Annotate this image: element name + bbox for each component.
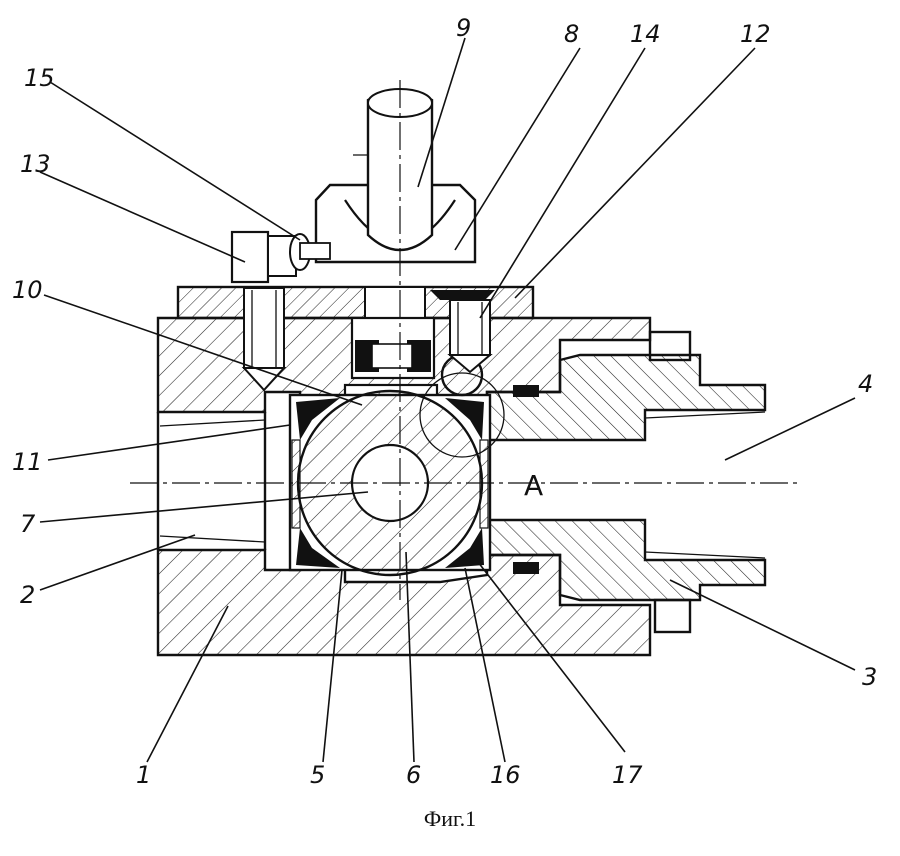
callout-9: 9 xyxy=(456,14,471,42)
seats xyxy=(291,398,489,568)
detail-a-circle xyxy=(419,372,505,458)
callout-11: 11 xyxy=(12,448,43,476)
callout-labels: 1 2 3 4 5 6 7 8 9 10 11 12 13 14 15 16 1… xyxy=(12,14,877,789)
callout-13: 13 xyxy=(20,150,51,178)
outlet-fitting xyxy=(485,330,767,634)
callout-2: 2 xyxy=(20,581,35,609)
figure-caption: Фиг.1 xyxy=(423,806,477,831)
callout-8: 8 xyxy=(564,20,579,48)
callout-14: 14 xyxy=(630,20,661,48)
callout-1: 1 xyxy=(136,761,151,789)
callout-10: 10 xyxy=(12,276,43,304)
callout-6: 6 xyxy=(406,761,421,789)
callout-4: 4 xyxy=(858,370,873,398)
callout-12: 12 xyxy=(740,20,771,48)
callout-16: 16 xyxy=(490,761,521,789)
callout-5: 5 xyxy=(310,761,325,789)
leader-lines xyxy=(39,37,856,763)
right-screw xyxy=(430,290,495,374)
callout-7: 7 xyxy=(20,510,36,538)
callout-3: 3 xyxy=(862,663,877,691)
stem-bushing xyxy=(350,316,436,380)
section-label-a: A xyxy=(524,469,543,502)
callout-17: 17 xyxy=(612,761,643,789)
callout-15: 15 xyxy=(24,64,55,92)
left-screw xyxy=(241,287,287,392)
